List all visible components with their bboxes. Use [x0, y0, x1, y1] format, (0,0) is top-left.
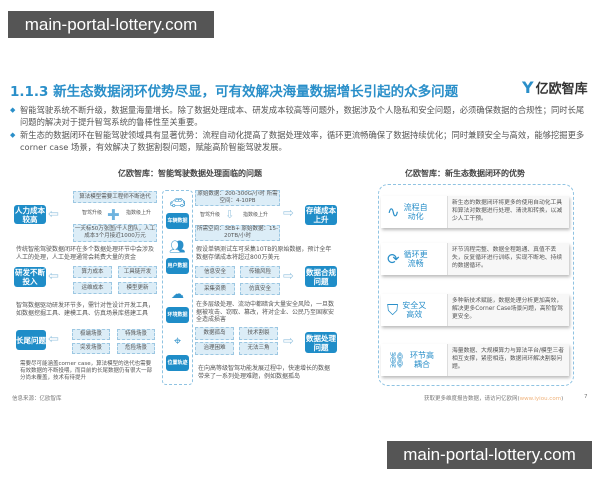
- arrow-left-icon: ⇦: [48, 207, 59, 222]
- arrow-right-icon: ⇨: [283, 206, 294, 221]
- rd-item: 算力成本: [73, 266, 112, 278]
- longtail-item: 危险场景: [117, 343, 155, 354]
- data-type-label: 车辆数据: [166, 213, 189, 229]
- footer-note: 获取更多维度报告数据，请访问亿欧网(www.iyiou.com): [424, 394, 563, 402]
- bullet-1: 智能驾驶系统不断升级，数据量海量增长。除了数据处理成本、研发成本较高等问题外，数…: [10, 104, 588, 128]
- page-title: 1.1.3 新生态数据闭环优势尽显，可有效解决海量数据增长引起的众多问题: [10, 84, 459, 100]
- compliance-text: 在多层级处理、流动中都暗含大量安全风险，一旦数据被攻击、窃取、篡改，将对企业、公…: [196, 301, 335, 323]
- storage-box-1: 原始数据：200-300G/小时 所需空间：4-10PB: [195, 190, 280, 206]
- advantage-text: 环节流程完整、数据全程跑通、真值不丢失，反复循环进行训练，实现不断地、持续的数据…: [447, 243, 569, 275]
- labor-box-1: 算法模型需要工程师不断迭代: [73, 191, 157, 203]
- left-panel-title: 亿欧智库：智能驾驶数据处理面临的问题: [118, 169, 262, 178]
- link-icon: ⛓: [387, 351, 407, 369]
- shield-check-icon: ⛉: [387, 301, 399, 319]
- compliance-item: 采集资质: [195, 283, 235, 295]
- processing-label: 数据处理问题: [305, 332, 337, 353]
- data-type-label: 位置轨迹: [166, 355, 189, 371]
- data-types-column: [162, 190, 193, 385]
- processing-item: 治理困难: [195, 342, 234, 355]
- compliance-label: 数据合规问题: [305, 266, 337, 287]
- storage-label: 存储成本上升: [305, 205, 337, 225]
- bullet-2: 新生态的数据闭环在智能驾驶领域具有显著优势：流程自动化提高了数据处理效率，循环更…: [10, 129, 588, 153]
- car-icon: 🚗︎: [169, 196, 186, 211]
- longtail-label: 长尾问题: [16, 330, 46, 350]
- advantages-box: [378, 184, 574, 386]
- storage-up-1: 智驾升级: [200, 212, 221, 218]
- footer-link[interactable]: www.iyiou.com: [519, 396, 562, 402]
- compliance-item: 信息安全: [195, 266, 235, 278]
- advantage-text: 多种新技术赋能，数据处理分析更加高效，解决更多Corner Case场景问题，高…: [447, 294, 569, 326]
- footer-text: 获取更多维度报告数据，请访问亿欧网(: [424, 396, 520, 402]
- arrow-down-icon: ⇩: [225, 208, 235, 221]
- advantage-card: ⟳循环更流畅 环节流程完整、数据全程跑通、真值不丢失，反复循环进行训练，实现不断地…: [381, 243, 569, 275]
- arrow-right-icon: ⇨: [283, 269, 294, 284]
- storage-box-2: 所需空间：3EB+ 原始数据：15-20TB/小时: [195, 225, 280, 241]
- rd-text: 智驾数据驱动研发环节多，需针对性设计开发工具，如数据挖掘工具、建模工具、仿真场景…: [16, 302, 155, 317]
- cycle-icon: ⟳: [387, 250, 400, 268]
- advantage-label: 环节高耦合: [410, 351, 435, 369]
- longtail-item: 突发场景: [72, 343, 110, 354]
- rd-label: 研发不断投入: [14, 267, 46, 287]
- page-number: 7: [584, 394, 588, 400]
- storage-up-2: 指数级上升: [243, 212, 269, 218]
- arrow-right-icon: ⇨: [283, 334, 294, 349]
- labor-up-1: 智驾升级: [82, 210, 103, 216]
- labor-cost-label: 人力成本较高: [14, 205, 46, 224]
- logo-mark-icon: Y: [522, 78, 534, 97]
- compliance-item: 仿真安全: [240, 283, 280, 295]
- footer-close: ): [561, 396, 564, 402]
- labor-up-2: 指数级上升: [126, 210, 152, 216]
- right-panel-title: 亿欧智库：新生态数据闭环的优势: [405, 169, 525, 178]
- longtail-text: 需要尽可能涵盖corner case，算法模型的迭代也需要有效数据的不断投喂，而…: [20, 361, 153, 381]
- watermark-bottom: main-portal-lottery.com: [387, 441, 592, 469]
- labor-text: 传统智能驾驶数据闭环在多个数据处理环节中会涉及人工的处理，人工处理通常会耗费大量…: [16, 246, 155, 261]
- advantage-card: ⛉安全又高效 多种新技术赋能，数据处理分析更加高效，解决更多Corner Case…: [381, 294, 569, 326]
- source: 信息来源：亿欧智库: [12, 396, 62, 402]
- processing-item: 无法三角: [239, 342, 278, 355]
- storage-text: 假设单辆测试车可采集10TB的原始数据，预计全年数据存储成本将超过800万美元: [196, 246, 332, 261]
- advantage-card: ⛓环节高耦合海量数据、大规模算力与算法平台/模型三者相互支撑，紧密相连，数据闭环…: [381, 344, 569, 376]
- chart-line-icon: ∿: [387, 203, 400, 221]
- users-icon: 👥︎: [169, 240, 186, 255]
- labor-box-2: 一天标50万张图/千人团队，人工成本3个月接近1000万元: [73, 224, 157, 242]
- advantage-text: 海量数据、大规模算力与算法平台/模型三者相互支撑，紧密相连，数据闭环解决割裂问题…: [447, 344, 569, 376]
- processing-item: 数据孤岛: [195, 327, 234, 340]
- rd-item: 运维成本: [73, 282, 112, 294]
- weather-icon: ☁: [171, 287, 184, 302]
- arrow-left-icon: ⇦: [48, 269, 59, 284]
- data-type-label: 用户数据: [166, 258, 189, 274]
- rd-item: 模型更新: [118, 282, 157, 294]
- arrow-left-icon: ⇦: [48, 332, 59, 347]
- compliance-item: 传输风险: [240, 266, 280, 278]
- advantage-card: ∿流程自动化 新生态的数据闭环将更多的使用自动化工具和算法对数据进行处理、清洗和转…: [381, 196, 569, 228]
- plus-icon: ✚: [107, 206, 120, 224]
- advantage-label: 安全又高效: [402, 301, 427, 319]
- longtail-item: 极端场景: [72, 329, 110, 340]
- data-type-label: 环境数据: [166, 307, 189, 323]
- advantage-text: 新生态的数据闭环将更多的使用自动化工具和算法对数据进行处理、清洗和转换，以减少人…: [447, 196, 569, 228]
- location-icon: ⌖: [173, 334, 182, 349]
- longtail-item: 特殊场景: [117, 329, 155, 340]
- advantage-label: 循环更流畅: [403, 250, 428, 268]
- logo-text: 亿欧智库: [535, 82, 588, 97]
- processing-item: 技术割裂: [239, 327, 278, 340]
- processing-text: 在向高等级智驾功能发展过程中，快速增长的数据带来了一系列处理难题，例如数据孤岛: [198, 365, 331, 380]
- watermark-top: main-portal-lottery.com: [8, 11, 214, 38]
- advantage-label: 流程自动化: [403, 203, 428, 221]
- rd-item: 工具链开发: [118, 266, 157, 278]
